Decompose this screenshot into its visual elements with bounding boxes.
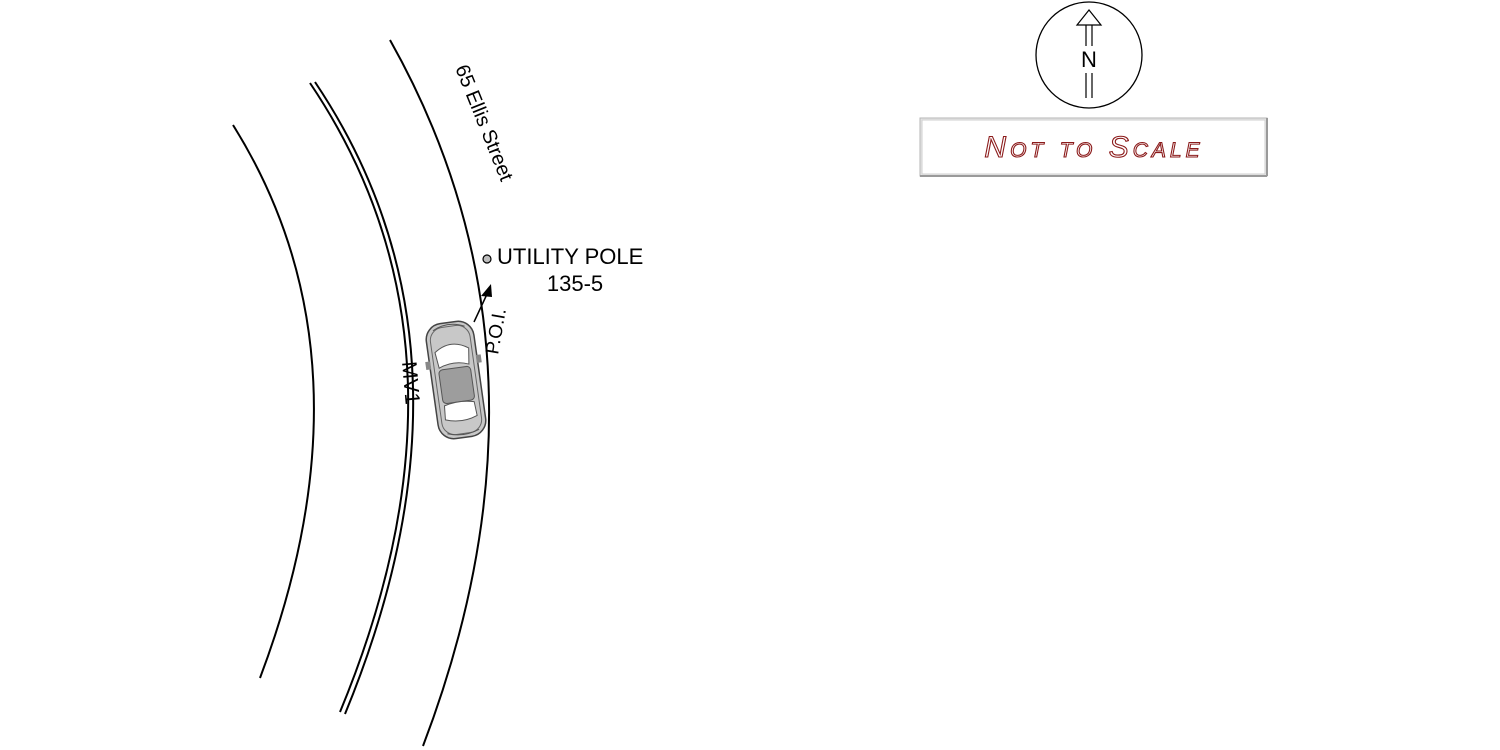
road-centerline-inner (314, 81, 415, 715)
north-label: N (1081, 47, 1097, 72)
utility-pole-label: UTILITY POLE (497, 244, 643, 269)
scale-plaque (919, 117, 1268, 177)
not-to-scale-text: Not to Scale (984, 131, 1203, 164)
utility-pole-marker (482, 254, 492, 264)
street-label: 65 Ellis Street (450, 62, 517, 185)
north-arrow-compass (1035, 1, 1143, 109)
road-centerline-outer (309, 82, 410, 713)
road-east-edge-line (389, 39, 491, 747)
utility-pole-number: 135-5 (547, 271, 603, 296)
road-west-edge-line (232, 124, 315, 679)
vehicle-mv1 (425, 320, 487, 440)
poi-arrow (473, 284, 492, 323)
poi-label: P.O.I. (482, 307, 511, 356)
vehicle-label: MV1 (397, 360, 424, 405)
